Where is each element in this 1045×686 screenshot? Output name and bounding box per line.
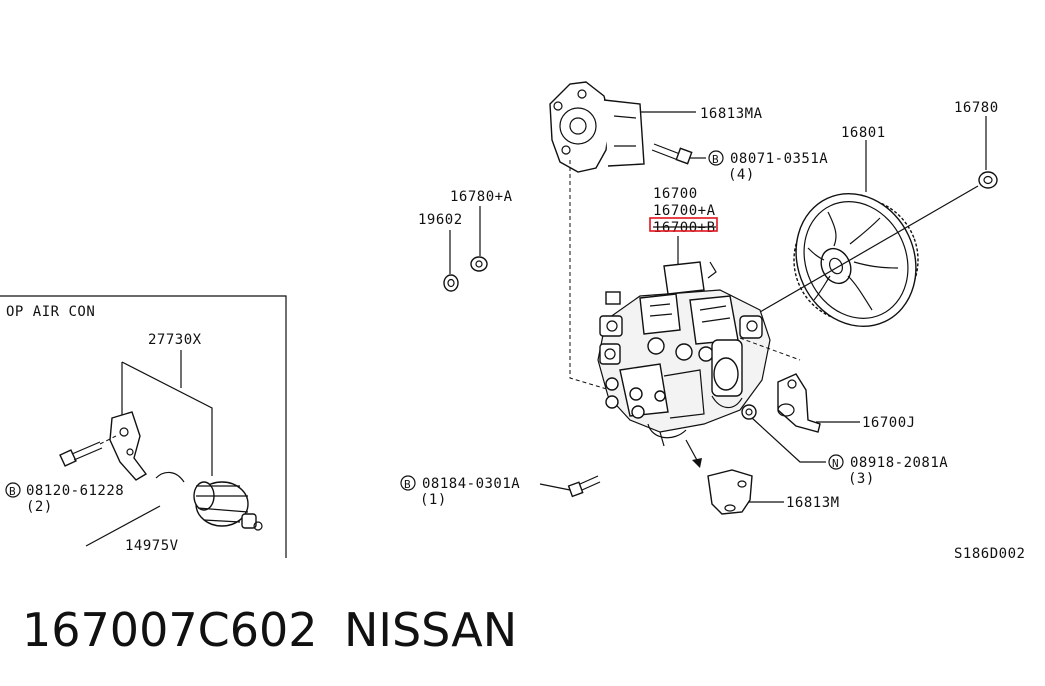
label-16700a: 16700+A (653, 203, 716, 219)
drive-gear-icon (793, 192, 919, 328)
label-08184-0301a: 08184-0301A (422, 476, 520, 492)
label-16780a: 16780+A (450, 189, 513, 205)
label-14975v: 14975V (125, 538, 179, 554)
bolt-icon (567, 475, 601, 498)
label-08184-qty: (1) (420, 492, 447, 508)
nut-icon (741, 404, 757, 420)
label-19602: 19602 (418, 212, 463, 228)
mount-bracket-icon (707, 469, 753, 515)
brand-name: NISSAN (344, 603, 517, 657)
bolt-icon (651, 143, 693, 165)
label-16813ma: 16813MA (700, 106, 763, 122)
bolt-marker-icon (400, 475, 416, 491)
inset-air-con: OP AIR CON 27730X B 08120- (0, 295, 287, 558)
bolt-marker: B (712, 153, 719, 166)
hose-icon (85, 505, 161, 547)
label-16700b: 16700+B (653, 220, 716, 236)
label-08120-61228: 08120-61228 (26, 483, 124, 499)
injection-pump-icon (597, 261, 771, 447)
pump-cover-icon (549, 81, 645, 173)
label-27730x: 27730X (148, 332, 202, 348)
bolt-marker: B (404, 478, 411, 491)
inset-frame (0, 295, 287, 558)
nut-icon (978, 171, 998, 189)
label-16700j: 16700J (862, 415, 916, 431)
actuator-icon (193, 481, 263, 531)
nut-icon (470, 256, 488, 272)
bracket-icon (109, 411, 148, 481)
label-08120-qty: (2) (26, 499, 53, 515)
label-08918-2081a: 08918-2081A (850, 455, 948, 471)
highlight-box (649, 217, 718, 232)
label-16780: 16780 (954, 100, 999, 116)
part-number: 167007C602 (22, 603, 318, 657)
label-16801: 16801 (841, 125, 886, 141)
nut-marker-icon (828, 454, 844, 470)
bracket-icon (777, 373, 821, 433)
label-08071-0351a: 08071-0351A (730, 151, 828, 167)
arrow-down-icon (692, 458, 702, 468)
label-08918-qty: (3) (848, 471, 875, 487)
label-16700: 16700 (653, 186, 698, 202)
inset-title: OP AIR CON (6, 304, 95, 320)
bolt-marker-icon (708, 150, 724, 166)
label-08071-qty: (4) (728, 167, 755, 183)
nut-marker: N (832, 457, 839, 470)
bolt-marker-icon (5, 482, 21, 498)
washer-icon (443, 274, 459, 292)
diagram-ref-code: S186D002 (954, 546, 1025, 562)
bolt-marker: B (9, 485, 16, 498)
bolt-icon (59, 441, 103, 467)
label-16813m: 16813M (786, 495, 840, 511)
